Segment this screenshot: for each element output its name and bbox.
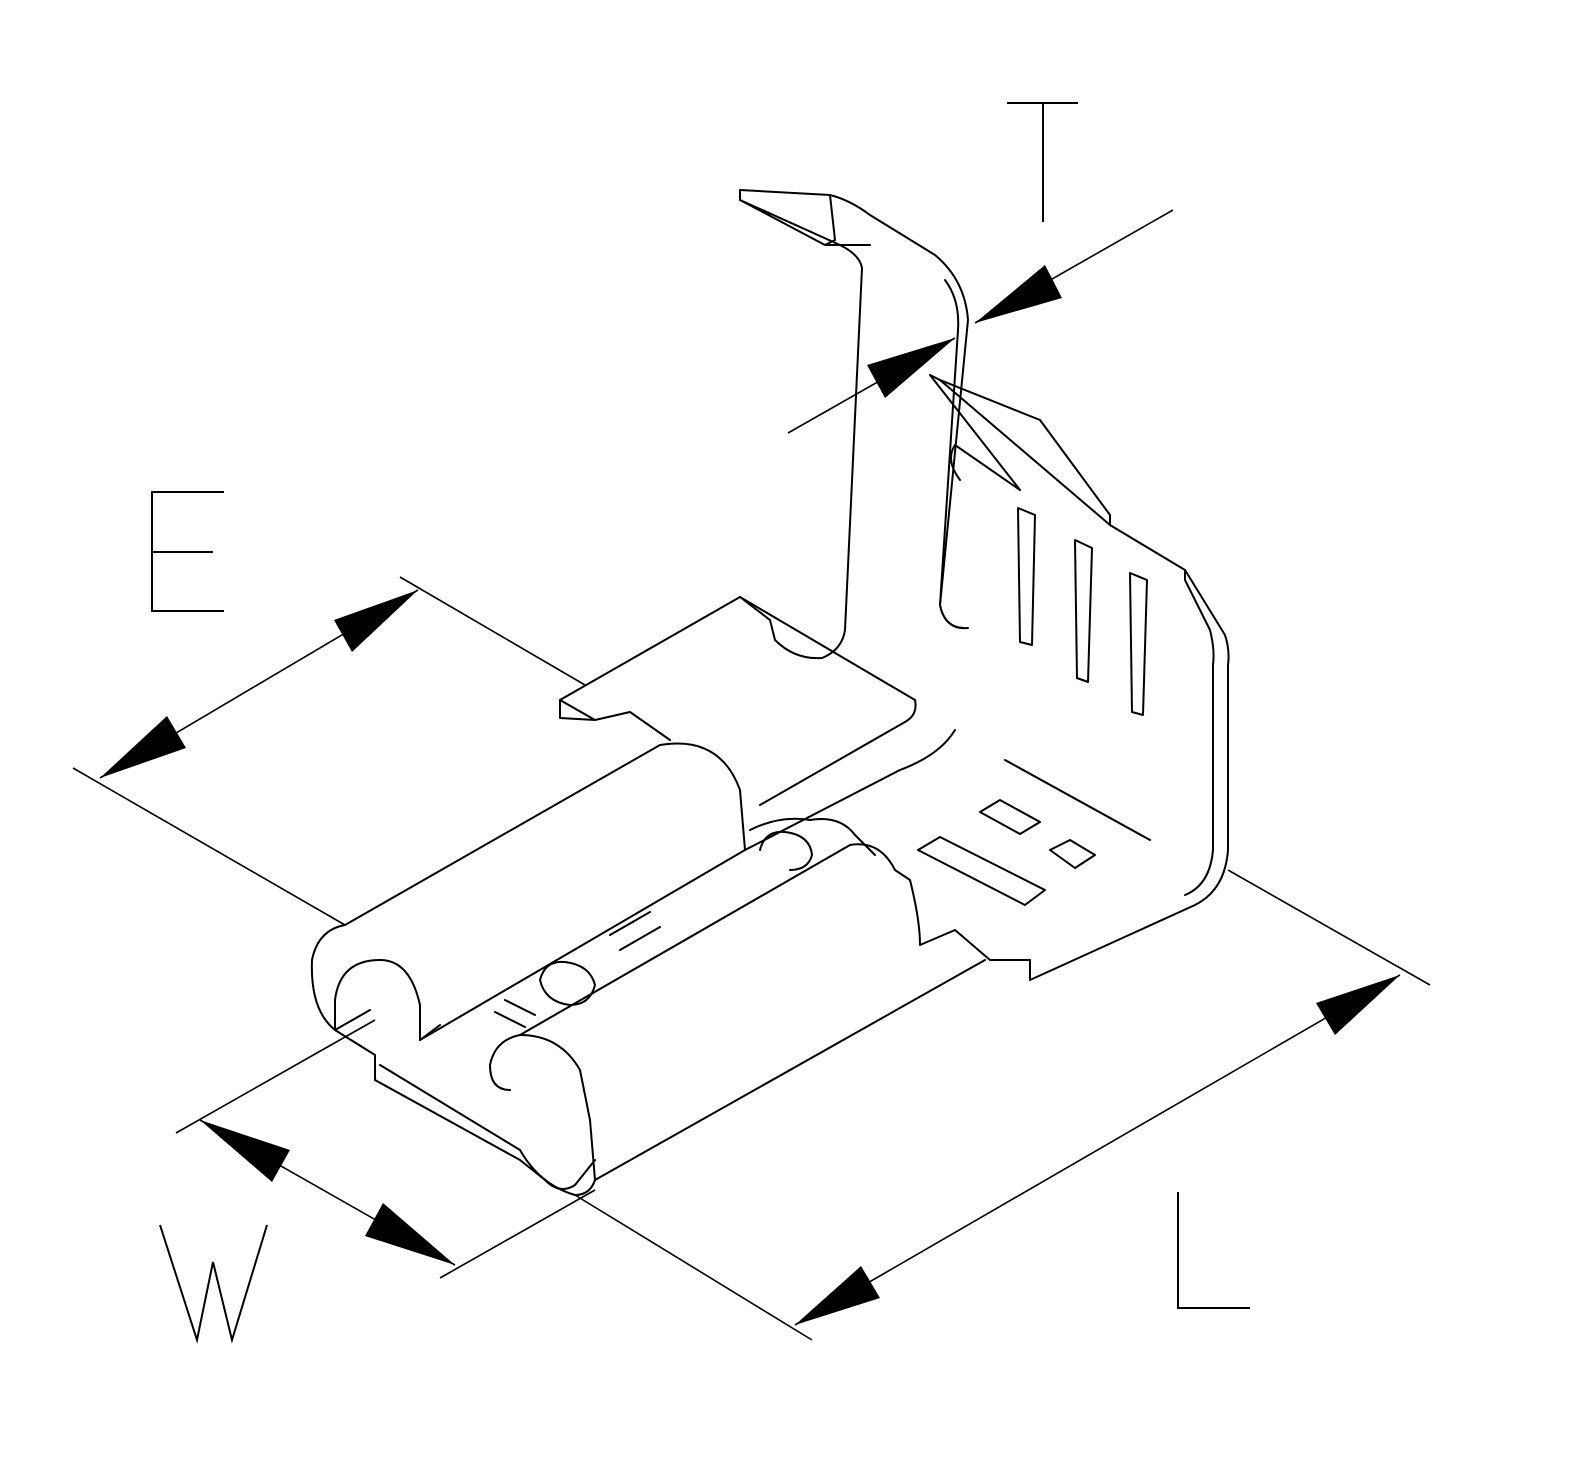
label-l: L [1177,1192,1250,1309]
terminal-part [310,189,1230,1196]
label-e: E [151,491,224,612]
label-t: T [1007,102,1078,222]
dimension-t [787,209,1174,434]
label-w: W [159,1224,268,1344]
dimension-w [175,1019,596,1279]
dimension-e [72,576,586,926]
dimension-l [574,869,1431,1341]
